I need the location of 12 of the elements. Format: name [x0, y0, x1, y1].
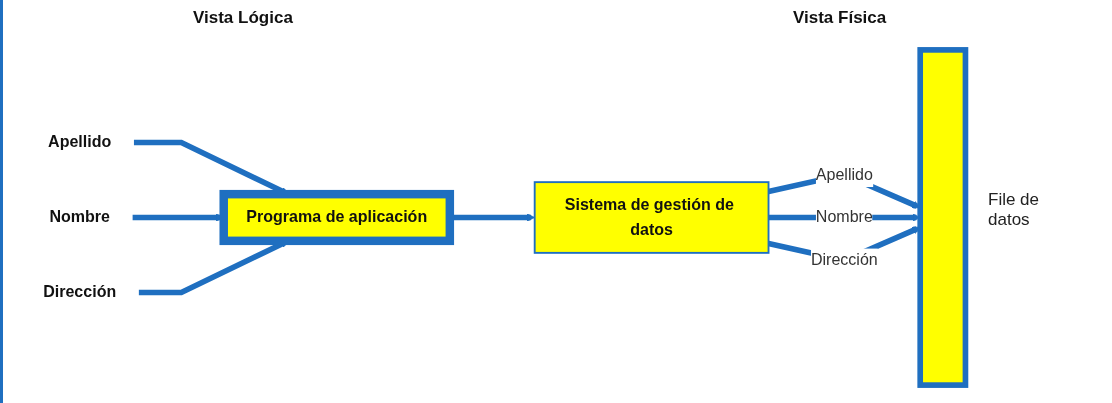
- view-heading: Vista Lógica: [193, 8, 293, 28]
- edge-label: Dirección: [810, 251, 878, 270]
- view-heading: Vista Física: [793, 8, 887, 28]
- edge-label: Apellido: [815, 165, 873, 184]
- edge-label: Nombre: [815, 208, 873, 227]
- node-text: Apellido: [48, 133, 112, 152]
- node-text: Nombre: [49, 208, 110, 227]
- node-box: Sistema de gestión de datos: [533, 181, 770, 254]
- node-text: Dirección: [43, 283, 117, 302]
- node-caption: File de datos: [988, 190, 1041, 230]
- node-box: Programa de aplicación: [219, 189, 455, 246]
- node-bar: [917, 47, 969, 388]
